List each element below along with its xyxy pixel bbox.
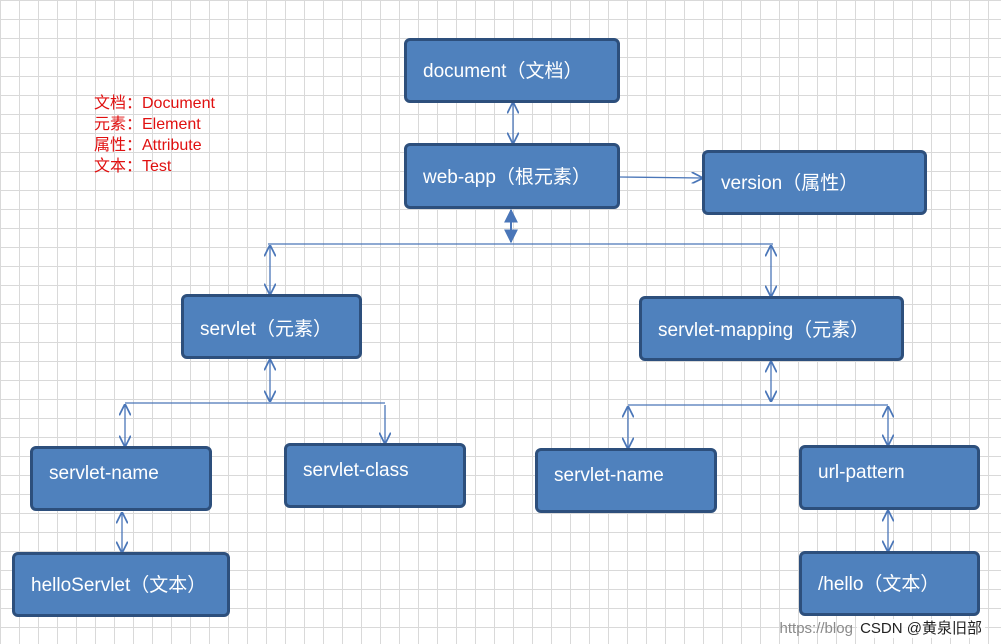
node-servlet-name-2: servlet-name — [535, 448, 717, 513]
legend-text: 文本：Test — [94, 158, 172, 175]
legend: 文档：Document 元素：Element 属性：Attribute 文本：T… — [94, 93, 215, 177]
legend-element: 元素：Element — [94, 116, 201, 133]
watermark: https://blog CSDN @黄泉旧部 — [780, 617, 985, 638]
node-servlet: servlet（元素） — [181, 294, 362, 359]
node-document: document（文档） — [404, 38, 620, 103]
node-servlet-mapping: servlet-mapping（元素） — [639, 296, 904, 361]
node-servlet-class: servlet-class — [284, 443, 466, 508]
node-url-pattern: url-pattern — [799, 445, 980, 510]
legend-document: 文档：Document — [94, 95, 215, 112]
node-hello: /hello（文本） — [799, 551, 980, 616]
legend-attribute: 属性：Attribute — [94, 137, 202, 154]
node-hello-servlet: helloServlet（文本） — [12, 552, 230, 617]
edge-webapp-version — [618, 177, 702, 178]
node-version: version（属性） — [702, 150, 927, 215]
watermark-url: https://blog — [779, 620, 853, 637]
watermark-brand: CSDN @黄泉旧部 — [857, 619, 985, 638]
node-servlet-name-1: servlet-name — [30, 446, 212, 511]
node-web-app: web-app（根元素） — [404, 143, 620, 209]
